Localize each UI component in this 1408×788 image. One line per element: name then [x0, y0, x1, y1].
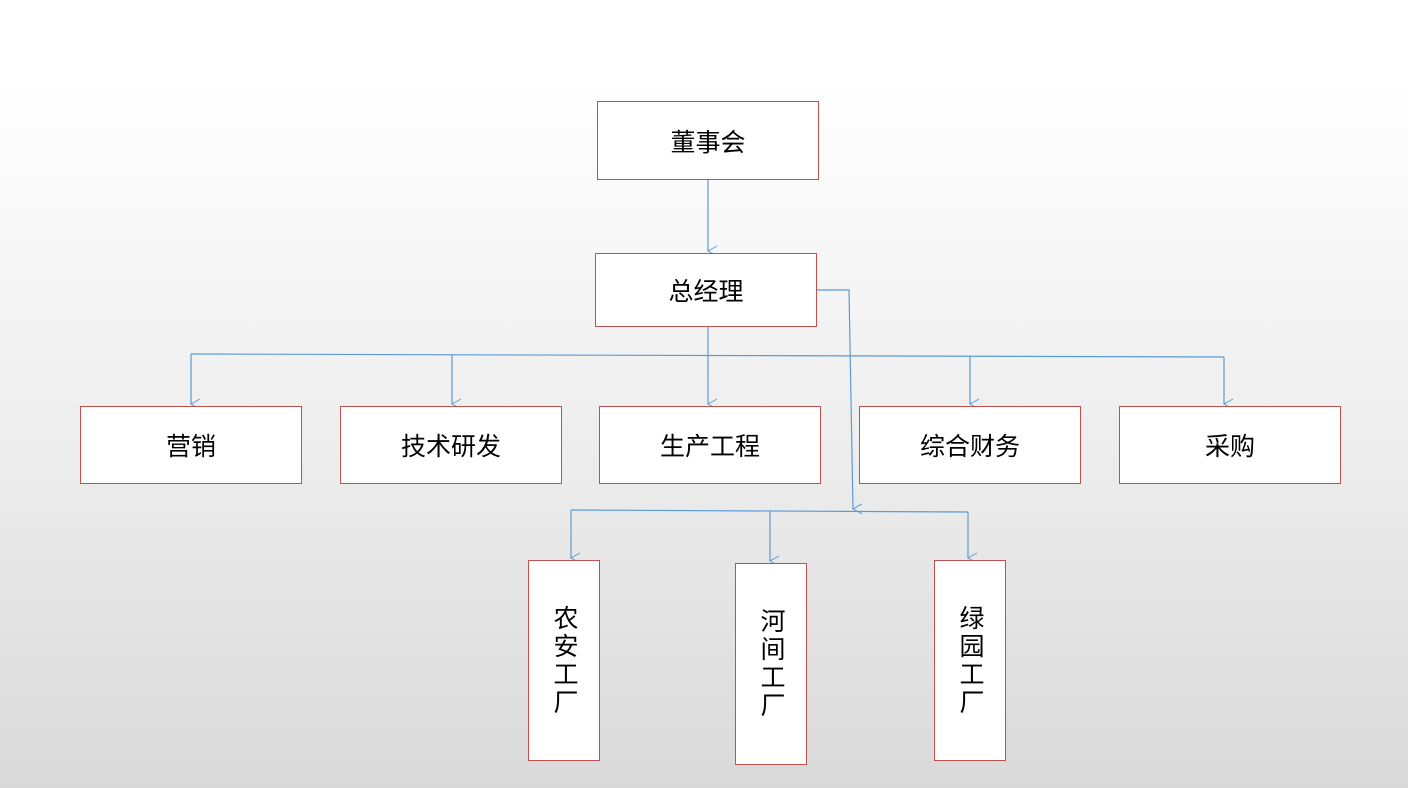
node-dept-sales: 营销	[80, 406, 302, 484]
node-dept-rd: 技术研发	[340, 406, 562, 484]
node-factory-3-label: 绿园工厂	[956, 604, 985, 717]
node-general-manager: 总经理	[595, 253, 817, 327]
node-dept-finance: 综合财务	[859, 406, 1081, 484]
node-dept-production: 生产工程	[599, 406, 821, 484]
node-factory-1-label: 农安工厂	[550, 604, 579, 717]
node-factory-3: 绿园工厂	[934, 560, 1006, 761]
node-general-manager-label: 总经理	[668, 277, 744, 306]
connector-gm-to-factory-bus	[817, 289, 863, 515]
node-dept-rd-label: 技术研发	[400, 432, 501, 461]
node-dept-purchasing: 采购	[1119, 406, 1341, 484]
node-factory-2: 河间工厂	[735, 563, 807, 765]
connector-dept-bus	[190, 353, 1225, 358]
node-dept-sales-label: 营销	[165, 432, 216, 461]
node-factory-2-label: 河间工厂	[757, 608, 786, 720]
node-factory-1: 农安工厂	[528, 560, 600, 761]
node-dept-finance-label: 综合财务	[919, 432, 1020, 461]
node-dept-production-label: 生产工程	[659, 432, 760, 461]
node-board-label: 董事会	[670, 127, 746, 157]
node-dept-purchasing-label: 采购	[1204, 432, 1255, 461]
connector-factory-bus	[570, 509, 969, 513]
node-board: 董事会	[597, 101, 819, 180]
